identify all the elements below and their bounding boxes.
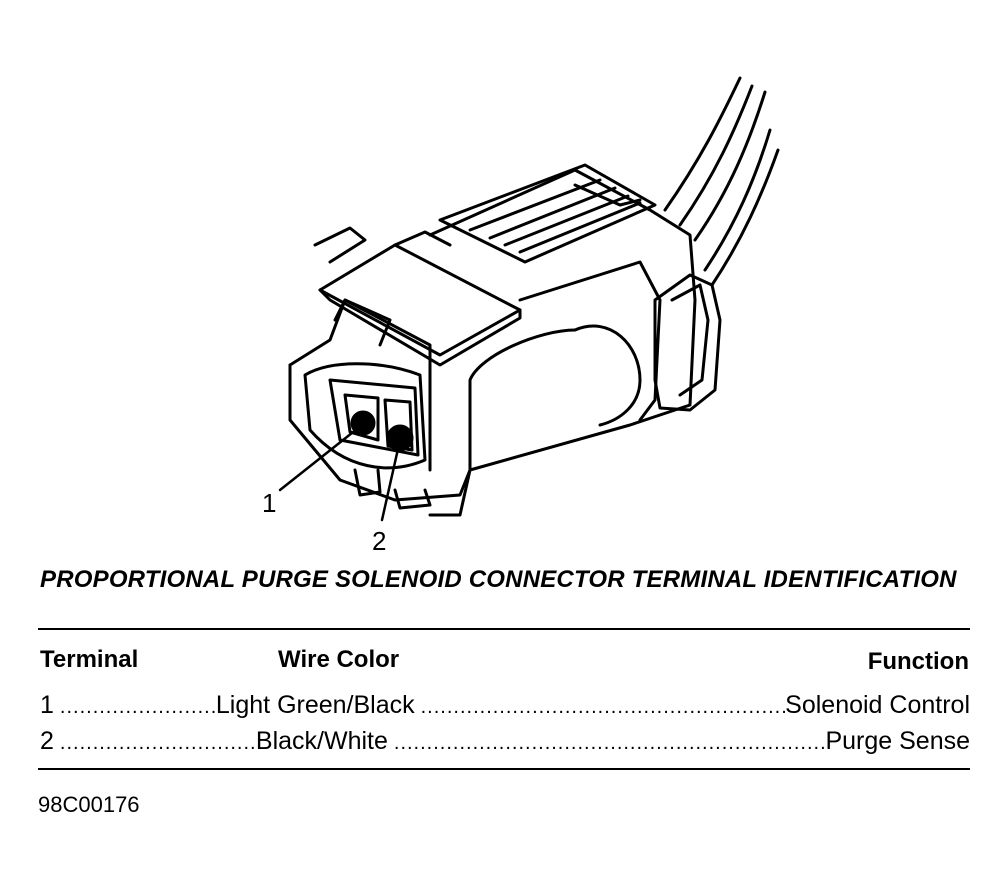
connector-illustration bbox=[278, 76, 780, 522]
latch-ribs bbox=[438, 163, 657, 264]
terminal-2-pin bbox=[386, 424, 414, 452]
row-function: Purge Sense bbox=[825, 727, 970, 755]
lock-tab bbox=[313, 226, 522, 367]
header-function: Function bbox=[867, 648, 969, 675]
row-wire-color: Light Green/Black bbox=[215, 691, 415, 719]
bottom-tabs bbox=[353, 468, 432, 510]
table-row: 1 Light Green/Black Solenoid Control bbox=[40, 690, 970, 722]
callout-1-leader bbox=[278, 423, 364, 492]
figure-id: 98C00176 bbox=[38, 792, 140, 817]
row-function: Solenoid Control bbox=[785, 691, 970, 719]
header-wire-color: Wire Color bbox=[278, 646, 400, 673]
table-top-rule bbox=[38, 628, 970, 630]
callout-terminal-1: 1 bbox=[262, 488, 277, 518]
diagram-title: PROPORTIONAL PURGE SOLENOID CONNECTOR TE… bbox=[40, 566, 957, 593]
wire-boot bbox=[653, 273, 722, 412]
row-wire-color: Black/White bbox=[255, 727, 388, 755]
row-terminal: 1 bbox=[40, 691, 54, 719]
dot-leader bbox=[54, 728, 256, 758]
callout-terminal-2: 2 bbox=[372, 526, 387, 556]
dot-leader bbox=[54, 692, 216, 722]
dot-leader bbox=[388, 728, 826, 758]
connector-face bbox=[288, 298, 472, 502]
header-terminal: Terminal bbox=[40, 646, 139, 673]
table-row: 2 Black/White Purge Sense bbox=[40, 726, 970, 758]
row-terminal: 2 bbox=[40, 727, 54, 755]
table-bottom-rule bbox=[38, 768, 970, 770]
callout-2-leader bbox=[380, 438, 402, 522]
dot-leader bbox=[415, 692, 786, 722]
wires bbox=[663, 76, 780, 287]
